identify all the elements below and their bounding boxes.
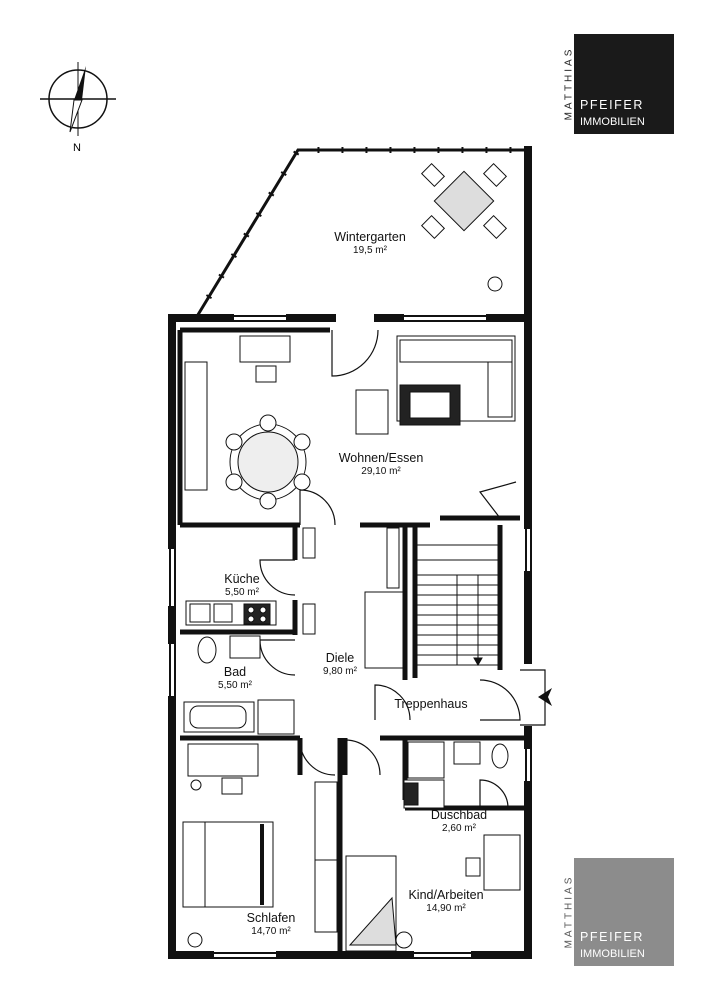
room-area: 29,10 m²: [361, 466, 401, 477]
room-name: Duschbad: [430, 808, 488, 822]
brand-line1: PFEIFER: [580, 98, 644, 112]
brand-line2: IMMOBILIEN: [580, 948, 645, 960]
brand-line1: PFEIFER: [580, 930, 644, 944]
entrance-arrow-icon: [538, 688, 552, 706]
room-name: Schlafen: [246, 911, 296, 925]
brand-line2: IMMOBILIEN: [580, 116, 645, 128]
room-name: Küche: [224, 572, 260, 586]
room-name: Wintergarten: [334, 230, 406, 244]
wintergarten-table: [420, 162, 508, 292]
room-area: 2,60 m²: [442, 823, 476, 834]
room-label-bad: Bad 5,50 m²: [195, 665, 275, 691]
room-label-treppenhaus: Treppenhaus: [383, 697, 479, 712]
compass-icon: [40, 62, 116, 136]
room-area: 5,50 m²: [225, 587, 259, 598]
room-label-schlafen: Schlafen 14,70 m²: [228, 911, 314, 937]
room-area: 9,80 m²: [323, 666, 357, 677]
room-label-wintergarten: Wintergarten 19,5 m²: [310, 230, 430, 256]
room-area: 14,90 m²: [426, 903, 466, 914]
room-name: Diele: [325, 651, 355, 665]
living-furniture: [184, 335, 516, 510]
room-label-duschbad: Duschbad 2,60 m²: [414, 808, 504, 834]
room-label-wohnen: Wohnen/Essen 29,10 m²: [318, 451, 444, 477]
kitchen-bath-furniture: [183, 527, 404, 735]
exterior-walls: [168, 146, 532, 959]
wintergarten-outline: [193, 147, 528, 320]
room-label-kind: Kind/Arbeiten 14,90 m²: [388, 888, 504, 914]
brand-vertical-name: MATTHIAS: [563, 874, 575, 949]
room-label-kueche: Küche 5,50 m²: [202, 572, 282, 598]
brand-logo-grey: MATTHIAS PFEIFER IMMOBILIEN: [558, 858, 674, 966]
room-name: Kind/Arbeiten: [408, 888, 484, 902]
bedroom-furniture: [182, 743, 338, 948]
brand-logo-box: [574, 34, 674, 134]
brand-logo-dark: MATTHIAS PFEIFER IMMOBILIEN: [558, 34, 674, 134]
brand-vertical-name: MATTHIAS: [563, 46, 575, 121]
brand-logo-box: [574, 858, 674, 966]
room-name: Treppenhaus: [394, 697, 468, 711]
room-area: 5,50 m²: [218, 680, 252, 691]
staircase: [414, 544, 501, 667]
room-area: 19,5 m²: [353, 245, 387, 256]
room-area: 14,70 m²: [251, 926, 291, 937]
room-name: Bad: [223, 665, 247, 679]
door-swings: [259, 329, 546, 809]
room-name: Wohnen/Essen: [338, 451, 424, 465]
windows: [169, 315, 532, 959]
compass-north-label: N: [73, 142, 81, 154]
room-label-diele: Diele 9,80 m²: [300, 651, 380, 677]
shower-kid-furniture: [345, 741, 521, 952]
